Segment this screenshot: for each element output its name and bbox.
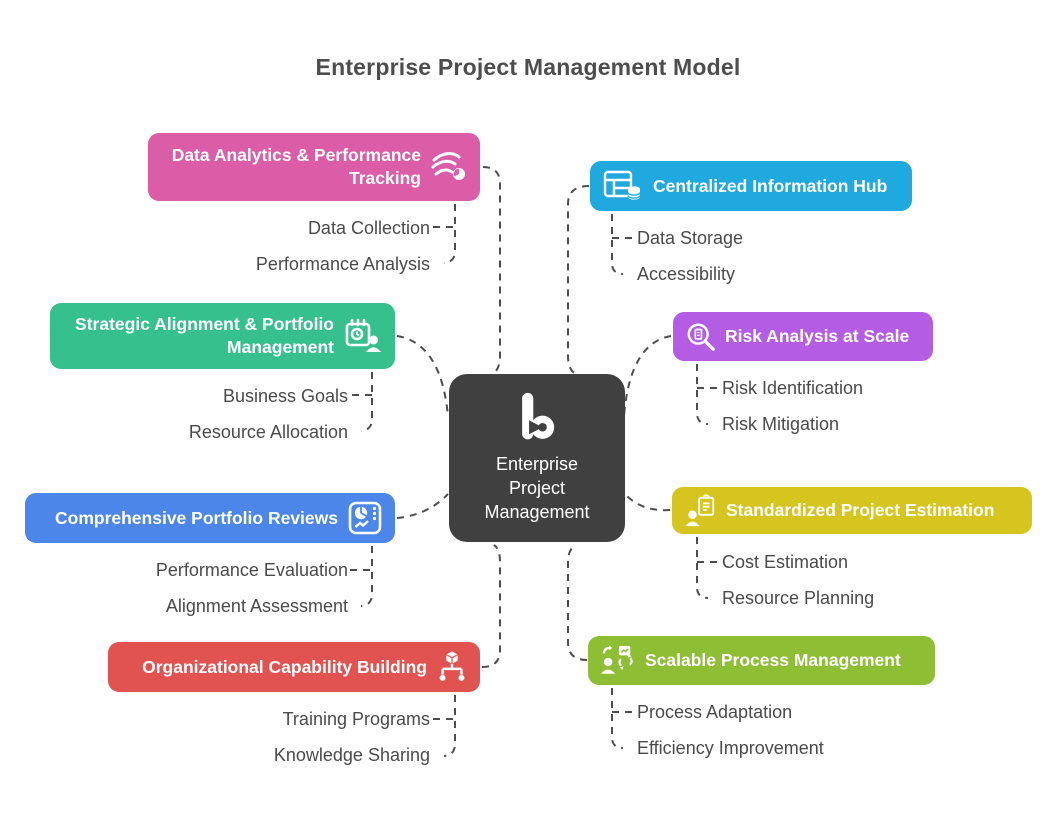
subitem-efficiency-improvement[interactable]: Efficiency Improvement: [637, 738, 824, 758]
center-node[interactable]: Enterprise Project Management: [449, 374, 625, 542]
branch-capability-building[interactable]: Organizational Capability Building: [108, 642, 480, 692]
branch-label: Standardized Project Estimation: [726, 500, 995, 520]
wind-performance-icon: [431, 150, 467, 184]
subitem-performance-analysis[interactable]: Performance Analysis: [255, 254, 430, 274]
subitem-alignment-assessment[interactable]: Alignment Assessment: [165, 596, 348, 616]
branch-strategic-alignment[interactable]: Strategic Alignment & Portfolio Manageme…: [50, 303, 395, 369]
subitem-risk-identification[interactable]: Risk Identification: [722, 378, 864, 398]
calendar-user-icon: [344, 318, 382, 354]
subitem-cost-estimation[interactable]: Cost Estimation: [722, 552, 849, 572]
subitem-process-adaptation[interactable]: Process Adaptation: [637, 702, 793, 722]
branch-project-estimation[interactable]: Standardized Project Estimation: [672, 487, 1032, 534]
subitem-risk-mitigation[interactable]: Risk Mitigation: [722, 414, 840, 434]
subitem-resource-allocation[interactable]: Resource Allocation: [188, 422, 348, 442]
subitem-data-storage[interactable]: Data Storage: [637, 228, 744, 248]
subitem-business-goals[interactable]: Business Goals: [222, 386, 348, 406]
subitem-knowledge-sharing[interactable]: Knowledge Sharing: [273, 745, 430, 765]
subitem-data-collection[interactable]: Data Collection: [307, 218, 430, 238]
center-label-line: Management: [484, 502, 590, 522]
branch-label: Data Analytics & Performance Tracking: [171, 145, 421, 188]
subitem-accessibility[interactable]: Accessibility: [637, 264, 736, 284]
subitem-performance-evaluation[interactable]: Performance Evaluation: [155, 560, 348, 580]
hierarchy-icon: [435, 649, 469, 685]
b-logo-icon: [516, 392, 558, 444]
branch-label: Strategic Alignment & Portfolio Manageme…: [75, 314, 334, 357]
pie-chart-report-icon: [348, 501, 382, 535]
process-user-icon: [600, 644, 636, 678]
branch-label: Risk Analysis at Scale: [725, 326, 910, 346]
center-label-line: Project: [508, 478, 566, 498]
branch-process-management[interactable]: Scalable Process Management: [588, 636, 935, 685]
center-label-line: Enterprise: [495, 454, 579, 474]
branch-label: Comprehensive Portfolio Reviews: [55, 507, 338, 528]
branch-portfolio-reviews[interactable]: Comprehensive Portfolio Reviews: [25, 493, 395, 543]
page-title: Enterprise Project Management Model: [315, 54, 741, 80]
branch-label: Scalable Process Management: [645, 650, 901, 670]
estimator-clipboard-icon: [684, 493, 718, 528]
branch-risk-analysis[interactable]: Risk Analysis at Scale: [673, 312, 933, 361]
subitem-training-programs[interactable]: Training Programs: [282, 709, 430, 729]
database-table-icon: [603, 169, 643, 203]
subitem-resource-planning[interactable]: Resource Planning: [722, 588, 875, 608]
magnifier-risk-icon: [685, 321, 717, 353]
branch-label: Organizational Capability Building: [142, 656, 427, 677]
branch-label: Centralized Information Hub: [653, 175, 888, 196]
branch-information-hub[interactable]: Centralized Information Hub: [590, 161, 912, 211]
branch-data-analytics[interactable]: Data Analytics & Performance Tracking: [148, 133, 480, 201]
